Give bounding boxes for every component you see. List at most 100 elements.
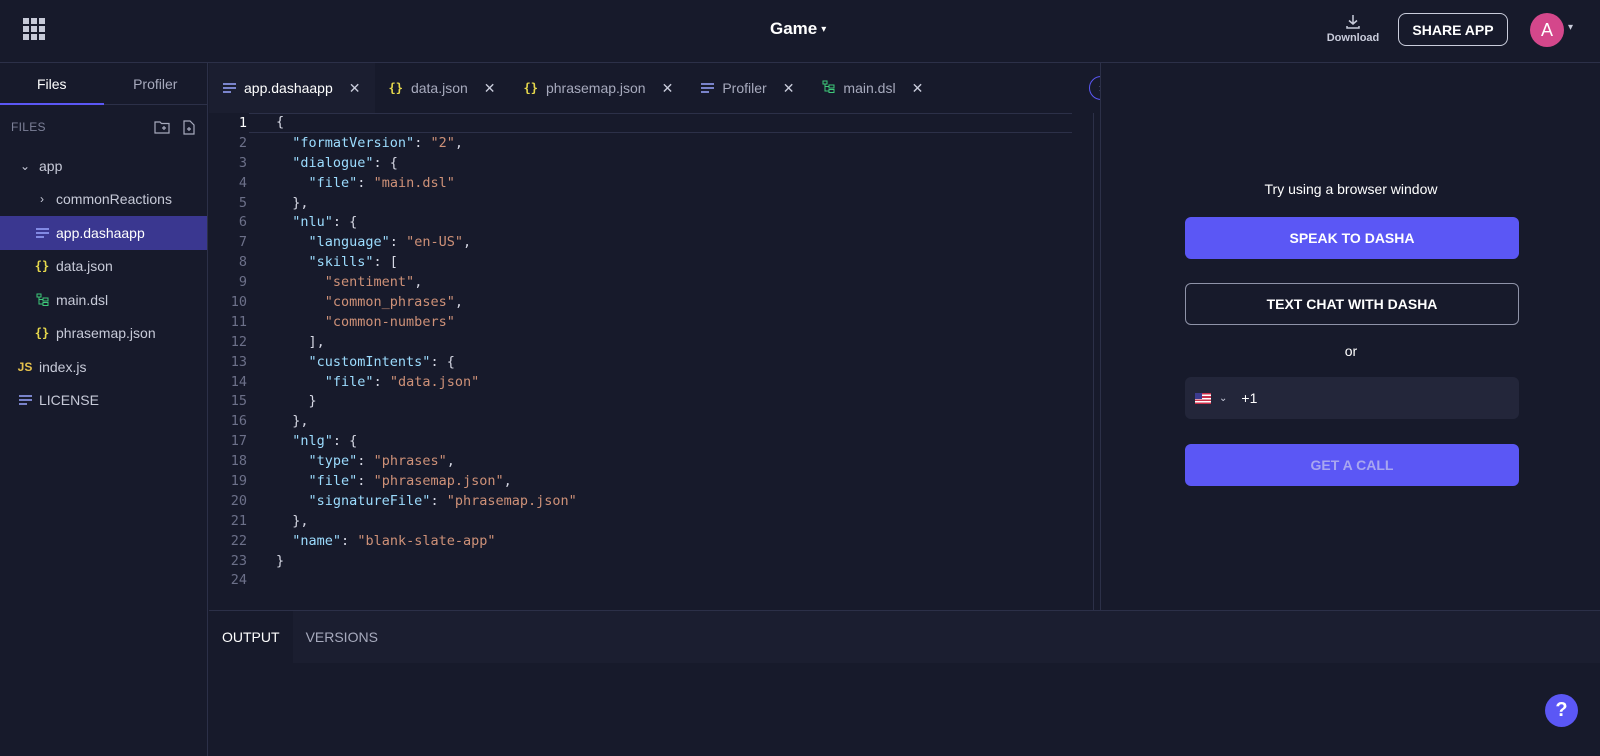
close-icon[interactable]: ✕ (348, 79, 361, 96)
close-icon[interactable]: ✕ (661, 79, 674, 96)
code-text: ], (276, 333, 325, 350)
line-number: 7 (238, 234, 247, 251)
line-number: 20 (230, 492, 247, 509)
apps-grid-icon[interactable] (23, 18, 45, 40)
tab-output[interactable]: OUTPUT (209, 611, 293, 663)
code-line: 1{ (209, 112, 1100, 133)
tree-item-label: app.dashaapp (56, 224, 145, 241)
close-icon[interactable]: ✕ (483, 79, 496, 96)
us-flag-icon[interactable] (1195, 392, 1211, 404)
code-line: 10 "common_phrases", (209, 292, 1100, 312)
code-line: 23} (209, 551, 1100, 571)
line-number: 22 (230, 532, 247, 549)
code-text: } (276, 393, 317, 410)
download-label: Download (1326, 32, 1380, 44)
output-panel: OUTPUT VERSIONS (209, 610, 1600, 756)
text-chat-button[interactable]: TEXT CHAT WITH DASHA (1185, 283, 1519, 325)
line-number: 3 (238, 154, 247, 171)
editor-tab-main-dsl[interactable]: main.dsl ✕ (808, 63, 937, 113)
code-text: "common-numbers" (324, 313, 455, 330)
line-number: 19 (230, 472, 247, 489)
code-line: 19 "file": "phrasemap.json", (209, 471, 1100, 491)
code-line: 18 "type": "phrases", (209, 451, 1100, 471)
help-button[interactable]: ? (1545, 694, 1578, 727)
code-text: } (276, 552, 285, 569)
line-number: 2 (238, 134, 247, 151)
editor-scrollbar[interactable] (1093, 113, 1094, 610)
sidebar-tabs: Files Profiler (0, 63, 207, 105)
tree-file-data-json[interactable]: {} data.json (0, 250, 207, 284)
speak-to-dasha-button[interactable]: SPEAK TO DASHA (1185, 217, 1519, 259)
line-number: 24 (230, 572, 247, 589)
code-line: 14 "file": "data.json" (209, 372, 1100, 392)
js-file-icon: JS (17, 359, 33, 374)
code-line: 20 "signatureFile": "phrasemap.json" (209, 491, 1100, 511)
phone-prefix: +1 (1241, 390, 1258, 406)
line-number: 1 (238, 114, 247, 131)
tree-item-label: data.json (56, 258, 113, 275)
tree-file-license[interactable]: LICENSE (0, 384, 207, 418)
chevron-down-icon[interactable]: ⌄ (1219, 392, 1228, 404)
code-text: "file": "phrasemap.json", (308, 472, 512, 489)
dsl-file-icon (34, 293, 50, 307)
line-number: 14 (230, 373, 247, 390)
code-text: "skills": [ (308, 254, 398, 271)
project-title-dropdown[interactable]: Game ▾ (770, 19, 826, 39)
share-app-button[interactable]: SHARE APP (1398, 13, 1508, 46)
line-number: 16 (230, 413, 247, 430)
tree-folder-commonreactions[interactable]: › commonReactions (0, 183, 207, 217)
close-icon[interactable]: ✕ (911, 79, 924, 96)
tab-files[interactable]: Files (0, 63, 104, 105)
tree-file-app-dashaapp[interactable]: app.dashaapp (0, 216, 207, 250)
json-file-icon: {} (34, 259, 50, 274)
new-folder-icon[interactable] (154, 120, 170, 135)
line-number: 18 (230, 453, 247, 470)
avatar[interactable]: A (1530, 13, 1564, 47)
download-button[interactable]: Download (1318, 14, 1388, 44)
code-line: 16 }, (209, 411, 1100, 431)
code-line: 11 "common-numbers" (209, 312, 1100, 332)
browser-hint: Try using a browser window (1264, 181, 1438, 197)
get-a-call-button[interactable]: GET A CALL (1185, 444, 1519, 486)
code-line: 15 } (209, 391, 1100, 411)
tab-versions[interactable]: VERSIONS (305, 629, 378, 645)
json-file-icon: {} (523, 81, 538, 95)
tree-file-index-js[interactable]: JS index.js (0, 350, 207, 384)
line-number: 8 (238, 254, 247, 271)
code-line: 3 "dialogue": { (209, 153, 1100, 173)
code-line: 4 "file": "main.dsl" (209, 173, 1100, 193)
tree-file-main-dsl[interactable]: main.dsl (0, 283, 207, 317)
editor-tab-phrasemap-json[interactable]: {} phrasemap.json ✕ (510, 63, 688, 113)
code-text: "nlg": { (292, 433, 358, 450)
json-file-icon: {} (34, 326, 50, 341)
output-tabs: OUTPUT VERSIONS (209, 611, 1600, 663)
code-editor[interactable]: 1{2 "formatVersion": "2",3 "dialogue": {… (209, 112, 1100, 610)
code-text: "file": "main.dsl" (308, 174, 455, 191)
editor-tab-label: main.dsl (843, 80, 896, 96)
line-number: 21 (230, 512, 247, 529)
line-number: 17 (230, 433, 247, 450)
new-file-icon[interactable] (182, 119, 196, 135)
chevron-down-icon: ⌄ (19, 158, 31, 173)
code-line: 22 "name": "blank-slate-app" (209, 531, 1100, 551)
line-number: 4 (238, 174, 247, 191)
code-line: 7 "language": "en-US", (209, 232, 1100, 252)
dsl-file-icon (822, 80, 835, 96)
chevron-down-icon[interactable]: ▾ (1568, 22, 1574, 33)
chevron-right-icon: › (40, 192, 44, 207)
code-line: 17 "nlg": { (209, 431, 1100, 451)
tree-item-label: main.dsl (56, 291, 109, 308)
phone-input[interactable]: ⌄ +1 (1185, 377, 1519, 419)
close-icon[interactable]: ✕ (782, 79, 795, 96)
tree-folder-app[interactable]: ⌄ app (0, 149, 207, 183)
lines-file-icon (223, 80, 236, 96)
code-text: "common_phrases", (324, 293, 463, 310)
top-bar: Game ▾ Download SHARE APP A ▾ (0, 0, 1600, 63)
editor-tab-app-dashaapp[interactable]: app.dashaapp ✕ (209, 63, 375, 113)
editor-tab-profiler[interactable]: Profiler ✕ (687, 63, 808, 113)
code-line: 24 (209, 570, 1100, 590)
chevron-down-icon: ▾ (821, 23, 827, 35)
editor-tab-data-json[interactable]: {} data.json ✕ (375, 63, 510, 113)
tab-profiler[interactable]: Profiler (133, 75, 178, 92)
tree-file-phrasemap-json[interactable]: {} phrasemap.json (0, 317, 207, 351)
